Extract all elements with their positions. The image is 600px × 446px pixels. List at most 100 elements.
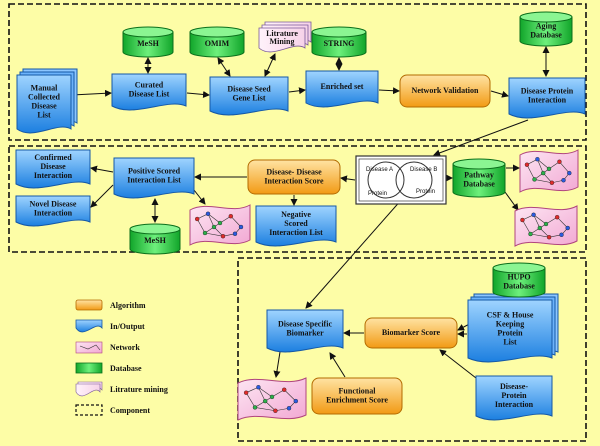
node-label: Disease- Disease bbox=[266, 167, 322, 176]
enriched-set: Enriched set bbox=[305, 70, 379, 108]
arrow-venn-to-ddscore bbox=[340, 175, 356, 183]
node-label: Database bbox=[530, 30, 562, 39]
node-label: Database bbox=[503, 281, 535, 290]
legend-swatch-network bbox=[75, 341, 103, 354]
node-label: Interaction bbox=[34, 208, 73, 217]
node-label: Disease Specific bbox=[278, 319, 332, 328]
legend-label: In/Output bbox=[110, 322, 145, 331]
network-ppi-positive bbox=[189, 204, 251, 246]
arrow-omim-seed bbox=[217, 57, 231, 77]
omim-database: OMIM bbox=[189, 26, 245, 58]
disease-venn-diagram: Disease A Disease B Protein Protein bbox=[355, 155, 447, 205]
node-label: List bbox=[37, 110, 51, 119]
arrow-literature-seed bbox=[264, 53, 276, 77]
mesh-database-top: MeSH bbox=[122, 26, 174, 58]
node-label: Scored bbox=[284, 219, 308, 228]
venn-protein-b: Protein bbox=[416, 189, 435, 195]
arrow-biomarker-to-network bbox=[273, 351, 281, 378]
biomarker-score-algorithm: Biomarker Score bbox=[364, 317, 458, 349]
node-label: Negative bbox=[281, 210, 311, 219]
arrow-enriched-to-validation bbox=[378, 87, 400, 95]
network-validation-algorithm: Network Validation bbox=[399, 74, 491, 108]
legend-label: Network bbox=[110, 343, 140, 352]
component-frame-top bbox=[8, 3, 587, 141]
node-label: Disease bbox=[31, 101, 57, 110]
node-label: Curated bbox=[135, 80, 164, 89]
network-ppi-right-top bbox=[519, 149, 579, 193]
legend-swatch-algorithm bbox=[75, 299, 103, 311]
node-label: CSF & House bbox=[487, 310, 534, 319]
arrow-curated-to-seed bbox=[186, 90, 210, 98]
node-label: MeSH bbox=[144, 236, 167, 245]
string-database: STRING bbox=[311, 26, 367, 58]
node-label: Interaction List bbox=[127, 175, 181, 184]
node-label: Interaction Score bbox=[264, 176, 324, 185]
arrow-venn-to-biomarker bbox=[305, 189, 411, 309]
legend-label: Database bbox=[110, 364, 142, 373]
arrow-functional-to-biomarker bbox=[329, 352, 346, 378]
node-label: Biomarker bbox=[286, 328, 324, 337]
legend-swatch-component bbox=[75, 404, 103, 416]
arrow-validation-to-dpi bbox=[490, 90, 509, 98]
node-label: Mining bbox=[270, 37, 295, 46]
legend-swatch-literature bbox=[75, 381, 103, 397]
node-label: Biomarker Score bbox=[382, 328, 441, 337]
node-label: Database bbox=[463, 179, 495, 188]
node-label: Positive Scored bbox=[128, 166, 181, 175]
venn-disease-a: Disease A bbox=[366, 167, 393, 173]
component-frame-bottom bbox=[237, 257, 587, 442]
node-label: Interaction bbox=[528, 95, 567, 104]
node-label: Network Validation bbox=[412, 86, 479, 95]
venn-protein-a: Protein bbox=[368, 191, 387, 197]
network-ppi-right-bottom bbox=[514, 205, 578, 247]
node-label: Interaction List bbox=[269, 228, 323, 237]
node-label: HUPO bbox=[507, 272, 530, 281]
arrow-dpi-to-score bbox=[439, 349, 477, 379]
node-label: List bbox=[503, 337, 517, 346]
legend: AlgorithmIn/OutputNetworkDatabaseLitratu… bbox=[75, 299, 168, 416]
node-label: Confirmed bbox=[34, 153, 72, 162]
arrow-positive-to-network bbox=[193, 189, 206, 205]
node-label: STRING bbox=[324, 39, 355, 48]
node-label: Disease Seed bbox=[227, 84, 271, 93]
legend-label: Litrature mining bbox=[110, 385, 168, 394]
node-label: Collected bbox=[28, 92, 61, 101]
node-label: Protein bbox=[501, 391, 527, 400]
node-label: Gene List bbox=[232, 93, 265, 102]
mesh-database-middle: MeSH bbox=[129, 223, 181, 255]
arrow-seed-to-enriched bbox=[288, 87, 306, 95]
arrow-manual-to-curated bbox=[71, 89, 112, 97]
node-label: Disease bbox=[40, 162, 66, 171]
node-label: Disease List bbox=[129, 89, 170, 98]
node-label: Novel Disease bbox=[30, 199, 77, 208]
node-label: Disease Protein bbox=[521, 86, 574, 95]
node-label: OMIM bbox=[205, 39, 230, 48]
nodes-layer: ManualCollectedDiseaseListCuratedDisease… bbox=[15, 11, 586, 421]
legend-swatch-database bbox=[75, 362, 103, 374]
node-label: Aging bbox=[536, 21, 556, 30]
legend-swatch-io bbox=[75, 319, 103, 333]
node-label: Keeping bbox=[496, 319, 524, 328]
arrow-pathway-to-network-bottom bbox=[504, 191, 519, 211]
node-label: Interaction bbox=[34, 171, 73, 180]
node-label: Manual bbox=[31, 83, 58, 92]
node-label: Functional bbox=[339, 386, 377, 395]
legend-label: Algorithm bbox=[110, 301, 146, 310]
node-label: Pathway bbox=[464, 170, 494, 179]
venn-disease-b: Disease B bbox=[410, 167, 437, 173]
